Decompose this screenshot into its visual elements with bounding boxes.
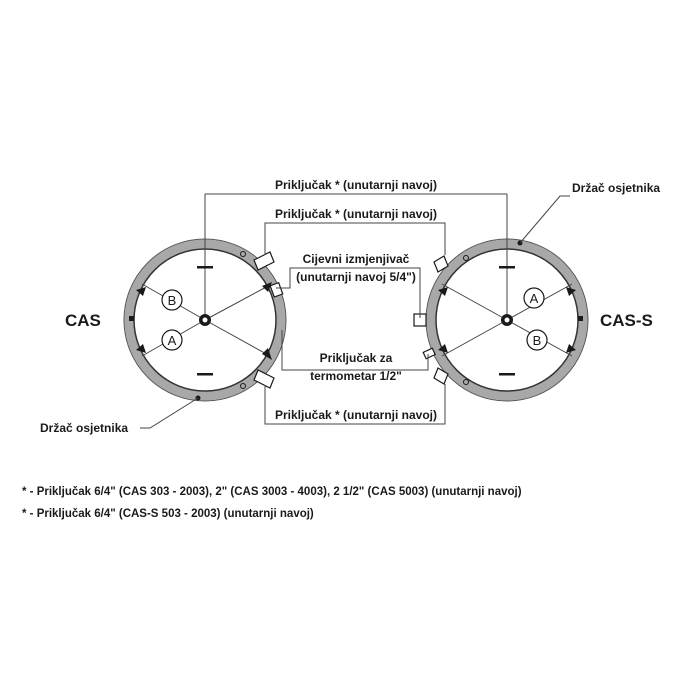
left-top-mark	[197, 266, 213, 269]
left-arrow-lower-right	[262, 348, 272, 360]
left-marker-a	[161, 329, 183, 351]
right-arrow-upper-left	[438, 287, 448, 296]
leader-lines	[140, 193, 570, 429]
right-spoke-upper-left	[441, 283, 508, 321]
right-marker-b-text: B	[533, 333, 542, 348]
label-thermometer-2: termometar 1/2"	[310, 369, 402, 383]
leader-bottom	[264, 384, 446, 425]
label-thermometer-1: Priključak za	[320, 351, 393, 365]
left-fitting-bottom	[253, 369, 275, 389]
right-marker-b	[526, 329, 548, 351]
left-tank-name: CAS	[65, 311, 101, 330]
left-arrow-upper-left	[136, 287, 146, 296]
right-arrow-upper-right	[566, 287, 576, 296]
label-connection-top-outer: Priključak * (unutarnji navoj)	[275, 178, 437, 192]
leader-thermometer	[281, 330, 429, 371]
leader-sensor-right	[519, 195, 570, 244]
left-spoke-upper-right	[204, 284, 271, 321]
left-marker-a-text: A	[168, 333, 177, 348]
left-bottom-mark	[197, 373, 213, 376]
left-tank: B A	[123, 194, 287, 402]
right-fitting-bottom	[433, 367, 449, 385]
right-marker-a-text: A	[530, 291, 539, 306]
left-marker-b	[161, 289, 183, 311]
label-sensor-holder-left: Držač osjetnika	[40, 421, 128, 435]
footnote-2: * - Priključak 6/4" (CAS-S 503 - 2003) (…	[22, 508, 314, 520]
leader-heat-exchanger	[276, 267, 421, 318]
left-marker-b-text: B	[168, 293, 177, 308]
leader-top-inner	[264, 222, 446, 255]
right-marker-a	[523, 287, 545, 309]
right-arrow-lower-left	[438, 344, 448, 353]
label-heat-exchanger-2: (unutarnji navoj 5/4")	[296, 270, 416, 284]
label-sensor-holder-right: Držač osjetnika	[572, 181, 660, 195]
right-bottom-mark	[499, 373, 515, 376]
leader-sensor-left	[140, 397, 199, 429]
left-arrow-upper-right	[262, 282, 272, 292]
label-connection-bottom: Priključak * (unutarnji navoj)	[275, 408, 437, 422]
right-arrow-lower-right	[566, 344, 576, 353]
left-spoke-lower-right	[204, 319, 271, 357]
right-top-mark	[499, 266, 515, 269]
right-fitting-top	[433, 255, 449, 273]
left-arrow-lower-left	[136, 344, 146, 353]
left-fitting-top	[253, 251, 275, 271]
right-fitting-thermometer	[422, 347, 437, 360]
right-spoke-lower-left	[441, 319, 508, 357]
footnote-1: * - Priključak 6/4" (CAS 303 - 2003), 2"…	[22, 486, 522, 498]
label-connection-top-inner: Priključak * (unutarnji navoj)	[275, 207, 437, 221]
label-heat-exchanger-1: Cijevni izmjenjivač	[303, 252, 410, 266]
right-tank: A B	[413, 194, 589, 402]
right-tank-name: CAS-S	[600, 311, 653, 330]
